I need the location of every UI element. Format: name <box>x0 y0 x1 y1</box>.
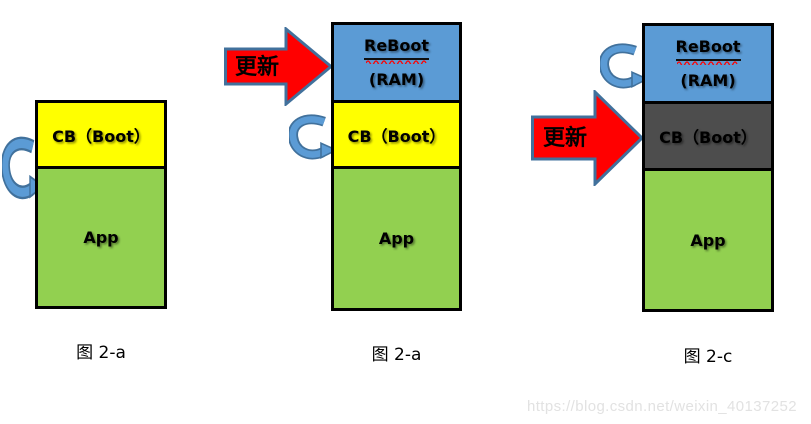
spellcheck-squiggle-icon <box>365 59 427 64</box>
update-arrow-icon <box>531 90 644 186</box>
cb-boot-label: CB（Boot） <box>659 128 757 147</box>
app-box: App <box>645 168 771 309</box>
reboot-ram-box: ReBoot (RAM) <box>334 25 459 100</box>
memory-stack-c: ReBoot (RAM) CB（Boot） App <box>642 23 774 312</box>
reboot-label: ReBoot <box>364 34 429 60</box>
cb-boot-label: CB（Boot） <box>347 126 446 146</box>
cb-boot-box: CB（Boot） <box>38 103 164 166</box>
figure-caption-c: 图 2-c <box>683 347 733 367</box>
app-label: App <box>378 229 415 248</box>
ram-label: (RAM) <box>680 70 736 90</box>
app-box: App <box>334 166 459 308</box>
update-label: 更新 <box>542 125 587 151</box>
figure-caption-b: 图 2-a <box>371 345 422 365</box>
boot-loop-arrow-icon <box>289 114 337 160</box>
cb-boot-box: CB（Boot） <box>334 100 459 166</box>
app-label: App <box>83 228 119 247</box>
app-box: App <box>38 166 164 306</box>
cb-boot-box: CB（Boot） <box>645 101 771 168</box>
figure-caption-a: 图 2-a <box>76 343 126 363</box>
update-arrow-icon <box>224 27 333 106</box>
spellcheck-squiggle-icon <box>677 60 738 65</box>
update-label: 更新 <box>234 54 279 80</box>
watermark: https://blog.csdn.net/weixin_40137252 <box>527 398 797 415</box>
reboot-label: ReBoot <box>675 35 741 61</box>
memory-stack-b: ReBoot (RAM) CB（Boot） App <box>331 22 462 311</box>
ram-label: (RAM) <box>368 69 425 89</box>
app-label: App <box>690 230 726 250</box>
reboot-ram-box: ReBoot (RAM) <box>645 26 771 101</box>
boot-loop-arrow-icon <box>600 43 648 89</box>
cb-boot-label: CB（Boot） <box>52 126 150 146</box>
memory-stack-a: CB（Boot） App <box>35 100 167 309</box>
